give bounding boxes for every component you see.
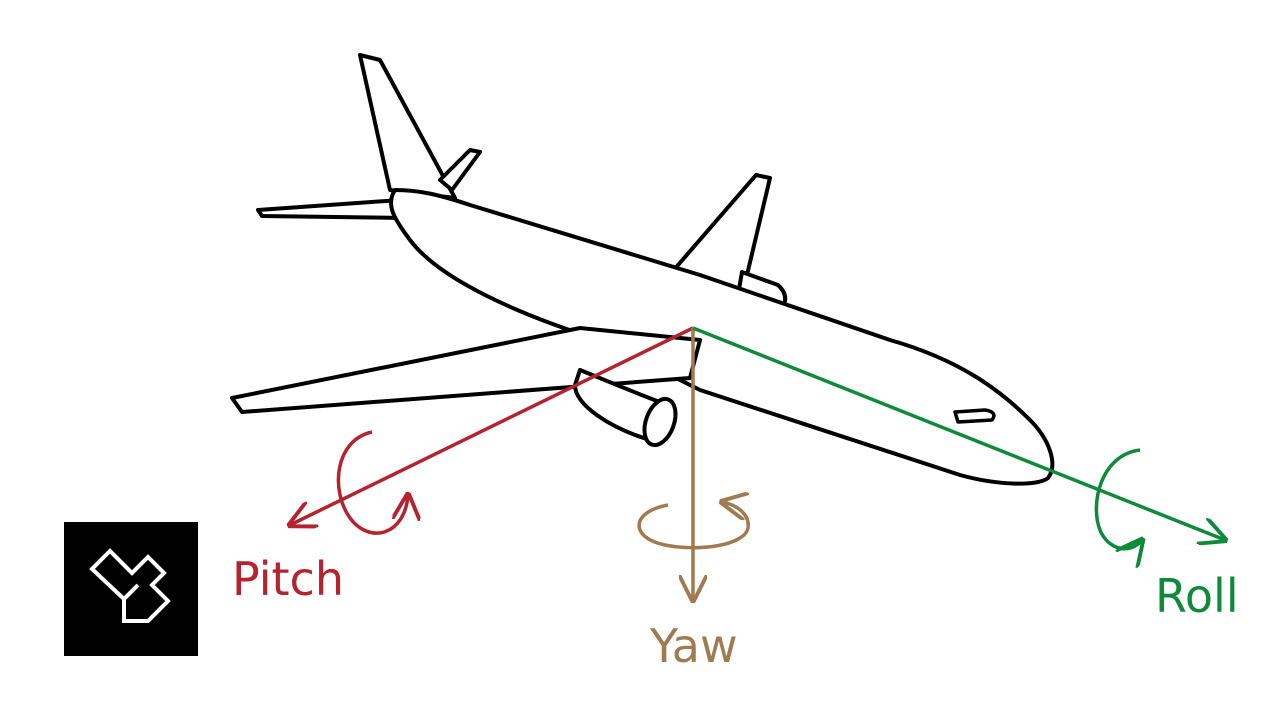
roll-axis: Roll xyxy=(692,326,1239,623)
near-wing xyxy=(230,326,702,414)
near-engine-intake xyxy=(642,396,678,448)
yb-logo-icon xyxy=(64,522,198,656)
pitch-label: Pitch xyxy=(232,552,344,606)
roll-rotation-arrow-icon xyxy=(1094,448,1142,549)
yaw-rotation-arrow-icon xyxy=(637,502,750,550)
pitch-rotation-arrow-icon xyxy=(336,430,408,535)
pitch-axis-line xyxy=(290,326,694,525)
near-horizontal-stabilizer xyxy=(256,198,407,220)
roll-axis-line xyxy=(692,326,1225,540)
far-horizontal-stabilizer xyxy=(438,148,482,192)
airplane-outline-icon xyxy=(230,53,1055,486)
roll-label: Roll xyxy=(1155,569,1239,623)
yb-logo-mark xyxy=(89,548,171,623)
yaw-axis: Yaw xyxy=(637,328,750,673)
fuselage xyxy=(389,188,1055,486)
yaw-label: Yaw xyxy=(649,619,738,673)
cockpit-window xyxy=(953,408,996,424)
pitch-axis: Pitch xyxy=(232,326,694,606)
